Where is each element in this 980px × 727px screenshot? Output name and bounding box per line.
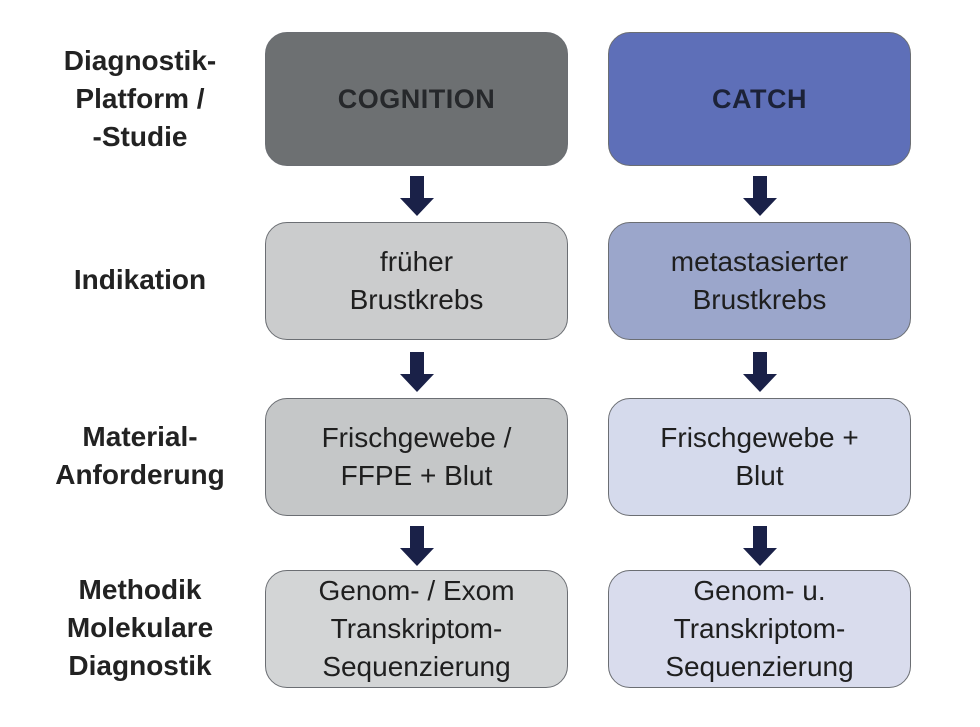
row-label-platform: Diagnostik- Platform / -Studie bbox=[20, 38, 260, 160]
row-label-line: Anforderung bbox=[55, 459, 225, 490]
platform-box-cognition: COGNITION bbox=[265, 32, 568, 166]
row-label-line: -Studie bbox=[92, 121, 188, 152]
platform-name: COGNITION bbox=[337, 84, 496, 114]
method-box-catch: Genom- u. Transkriptom- Sequenzierung bbox=[608, 570, 911, 688]
down-arrow-icon bbox=[743, 352, 777, 392]
row-label-line: Diagnostik- bbox=[63, 45, 217, 76]
method-line: Sequenzierung bbox=[322, 651, 511, 682]
indication-box-catch: metastasierter Brustkrebs bbox=[608, 222, 911, 340]
down-arrow-icon bbox=[400, 526, 434, 566]
row-label-material: Material- Anforderung bbox=[20, 398, 260, 514]
material-box-catch: Frischgewebe + Blut bbox=[608, 398, 911, 516]
row-label-line: Platform / bbox=[75, 83, 205, 114]
platform-name: CATCH bbox=[712, 84, 807, 114]
row-label-line: Diagnostik bbox=[68, 650, 212, 681]
indication-line: Brustkrebs bbox=[349, 284, 484, 315]
row-label-indication: Indikation bbox=[20, 222, 260, 338]
row-label-line: Indikation bbox=[73, 264, 207, 295]
method-line: Genom- u. bbox=[693, 575, 826, 606]
method-line: Transkriptom- bbox=[330, 613, 503, 644]
platform-box-catch: CATCH bbox=[608, 32, 911, 166]
down-arrow-icon bbox=[400, 176, 434, 216]
method-line: Sequenzierung bbox=[665, 651, 854, 682]
indication-box-cognition: früher Brustkrebs bbox=[265, 222, 568, 340]
method-box-cognition: Genom- / Exom Transkriptom- Sequenzierun… bbox=[265, 570, 568, 688]
down-arrow-icon bbox=[743, 176, 777, 216]
indication-line: früher bbox=[379, 246, 454, 277]
method-line: Genom- / Exom bbox=[318, 575, 515, 606]
down-arrow-icon bbox=[743, 526, 777, 566]
row-label-line: Material- bbox=[82, 421, 198, 452]
row-label-method: Methodik Molekulare Diagnostik bbox=[20, 570, 260, 686]
indication-line: metastasierter bbox=[670, 246, 849, 277]
indication-line: Brustkrebs bbox=[692, 284, 827, 315]
material-line: FFPE + Blut bbox=[340, 460, 493, 491]
row-label-line: Molekulare bbox=[66, 612, 214, 643]
material-line: Blut bbox=[735, 460, 784, 491]
material-line: Frischgewebe + bbox=[660, 422, 859, 453]
material-line: Frischgewebe / bbox=[321, 422, 512, 453]
row-label-line: Methodik bbox=[78, 574, 202, 605]
down-arrow-icon bbox=[400, 352, 434, 392]
material-box-cognition: Frischgewebe / FFPE + Blut bbox=[265, 398, 568, 516]
method-line: Transkriptom- bbox=[673, 613, 846, 644]
